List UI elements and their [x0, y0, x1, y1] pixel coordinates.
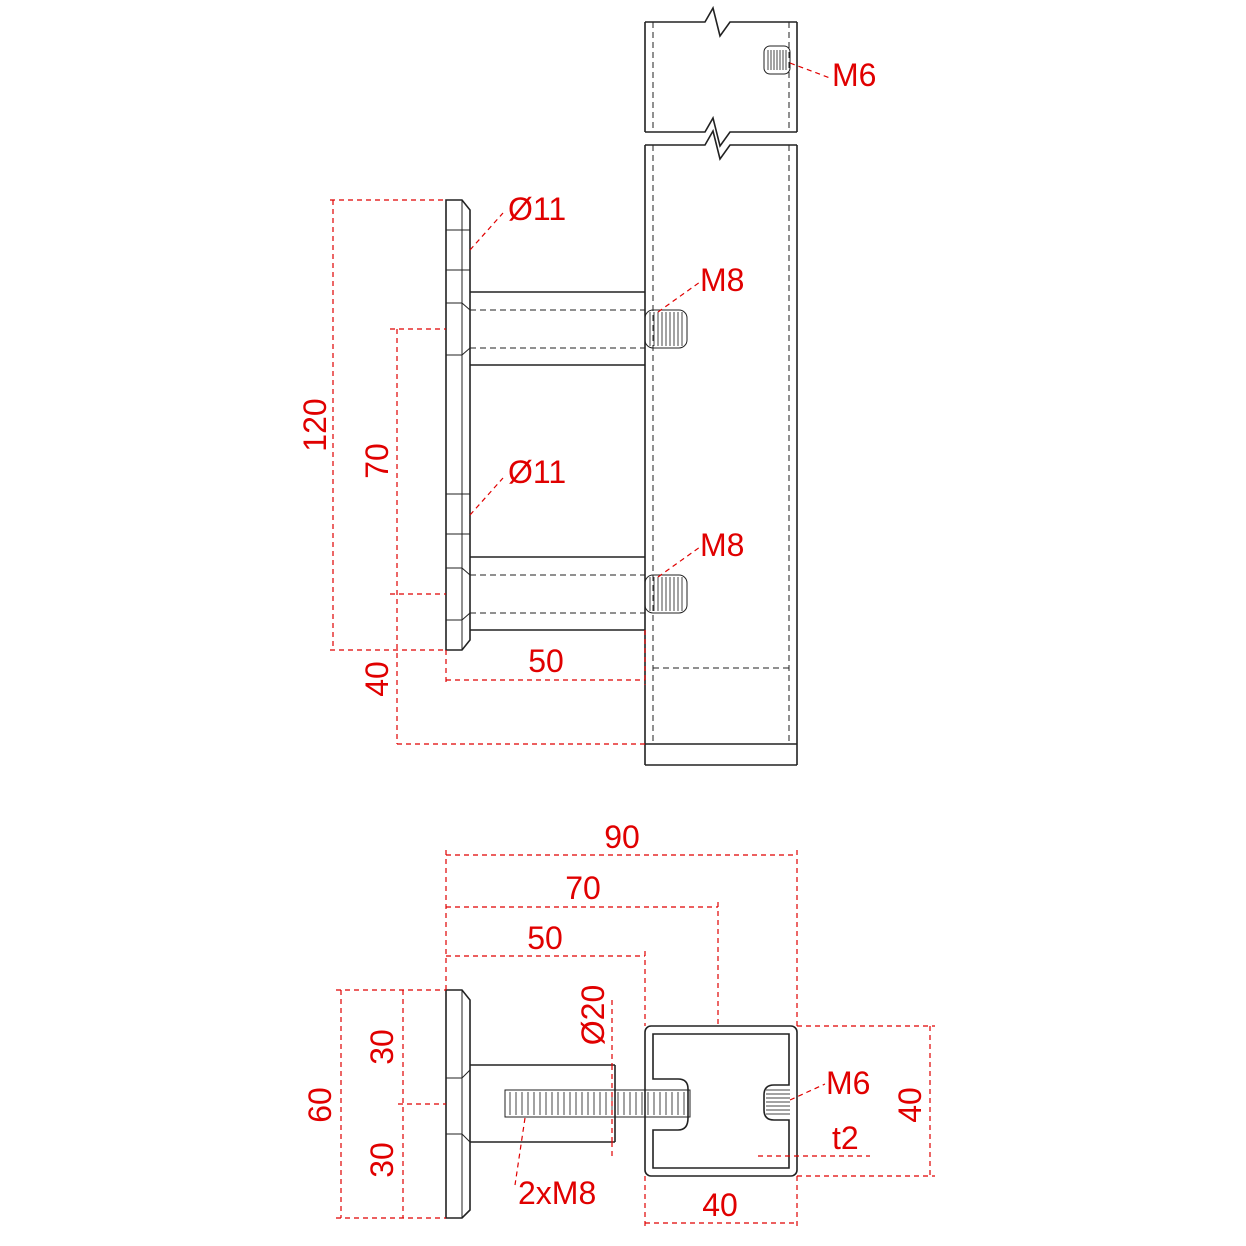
tube-cross-section	[644, 1025, 798, 1177]
tube-upper-fragment	[644, 5, 798, 148]
hole-label-upper: Ø11	[508, 191, 566, 227]
top-view: 90 70 50 Ø20 60 30 30 M6 40 t2 2xM8 40	[302, 819, 935, 1230]
top-dimensions	[336, 850, 935, 1230]
thread-label-tube: M6	[826, 1065, 870, 1101]
side-view: M6 Ø11 M8 Ø11 M8 120 70 40 50	[297, 5, 876, 766]
bolts-label: 2xM8	[518, 1175, 596, 1211]
m6-thread-top	[763, 45, 791, 75]
standoff-top	[470, 1064, 691, 1143]
dim-bottom-offset: 40	[359, 661, 395, 697]
dim-to-tube-center: 70	[565, 870, 601, 906]
thread-label-lower: M8	[700, 527, 744, 563]
thread-label-upper: M8	[700, 262, 744, 298]
standoff-lower	[446, 556, 688, 631]
dim-plate-height: 120	[297, 398, 333, 451]
dim-hole-spacing: 70	[359, 443, 395, 479]
side-dimensions	[330, 62, 831, 745]
dim-tube-width: 40	[702, 1187, 738, 1223]
dim-standoff-side: 50	[528, 643, 564, 679]
dim-half-upper: 30	[364, 1029, 400, 1065]
standoff-upper	[446, 291, 688, 366]
dim-wall-thickness: t2	[832, 1120, 859, 1156]
dim-plate-width: 60	[302, 1087, 338, 1123]
thread-label-top: M6	[832, 57, 876, 93]
dim-total: 90	[604, 819, 640, 855]
dim-bolt-dia: Ø20	[575, 985, 611, 1045]
dim-standoff-top: 50	[527, 920, 563, 956]
dim-tube-size: 40	[892, 1087, 928, 1123]
base-plate-side	[445, 199, 471, 651]
hole-label-lower: Ø11	[508, 454, 566, 490]
tube-main-section	[644, 128, 798, 766]
base-plate-top	[445, 989, 471, 1219]
dim-half-lower: 30	[364, 1142, 400, 1178]
